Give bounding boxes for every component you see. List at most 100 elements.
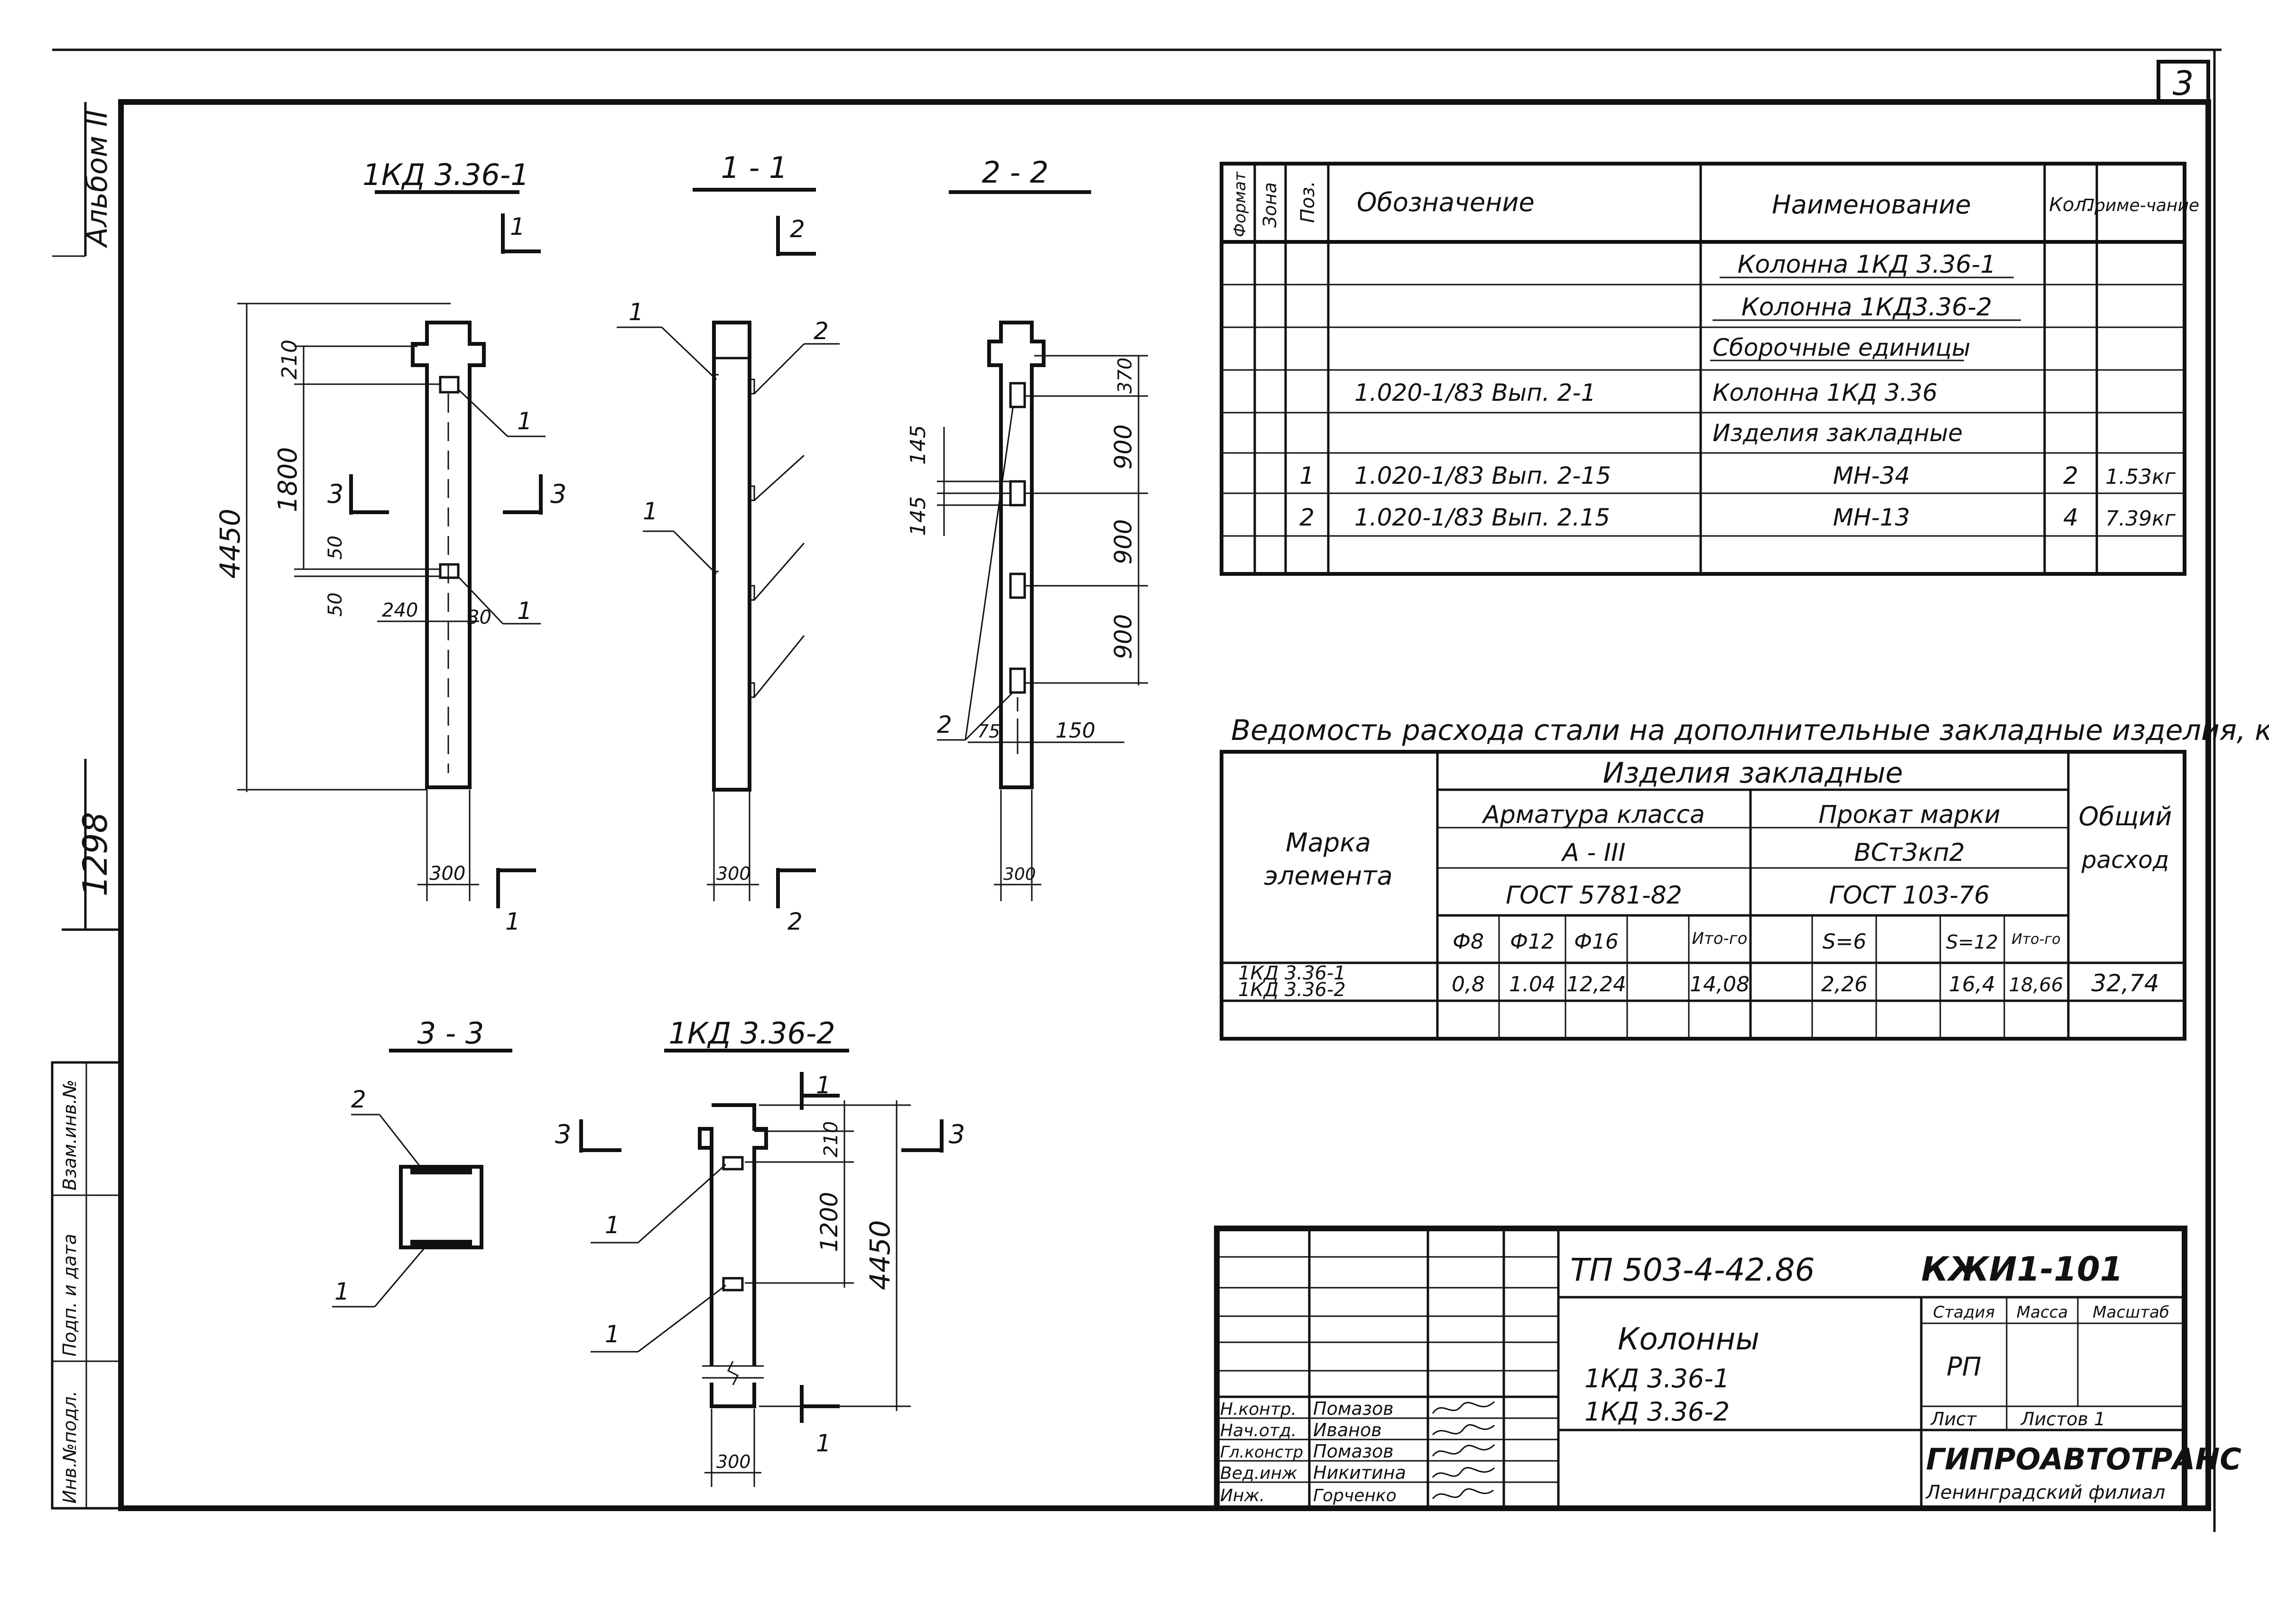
v1-callout-1a: 1 — [517, 407, 532, 435]
spec-h-zone: Зона — [1260, 182, 1280, 228]
v5-cut-top: 1 — [816, 1071, 831, 1099]
steel-sub-total1: Ито-го — [1692, 929, 1748, 948]
dim-1800: 1800 — [273, 447, 303, 512]
dim-30: 30 — [467, 607, 491, 628]
dim-900c: 900 — [1110, 614, 1137, 659]
tb-person-3: Помазов — [1313, 1441, 1394, 1462]
v2-dim-300: 300 — [716, 863, 751, 884]
dim-75: 75 — [977, 721, 1000, 742]
tb-stage-header: Стадия — [1933, 1303, 1995, 1322]
v3-dim-300: 300 — [1003, 865, 1036, 884]
signature-3 — [1432, 1444, 1495, 1457]
tb-role-5: Инж. — [1220, 1486, 1265, 1505]
v1-cut-3-left: 3 — [327, 479, 343, 509]
steel-v-f12: 1.04 — [1509, 972, 1556, 997]
archive-code: 1298 — [76, 812, 115, 896]
spec-r4-name: Колонна 1КД 3.36 — [1713, 379, 1937, 406]
v5-dim-4450: 4450 — [864, 1220, 896, 1290]
section-3-3-square — [399, 1165, 483, 1249]
tb-sheets-label: Листов 1 — [2020, 1409, 2105, 1430]
view-section-1-1: 1 - 1 2 1 2 1 300 2 — [617, 150, 840, 935]
tb-stage: РП — [1946, 1352, 1981, 1382]
v2-cut-bottom: 2 — [787, 908, 803, 935]
v2-cut-top: 2 — [790, 215, 805, 243]
dim-370: 370 — [1114, 358, 1136, 394]
steel-v-f16: 12,24 — [1566, 972, 1626, 997]
tb-role-2: Нач.отд. — [1220, 1421, 1297, 1440]
steel-prokat-label: Прокат марки — [1818, 801, 2000, 829]
steel-mark-line2: элемента — [1264, 861, 1392, 891]
steel-mark-2: 1КД 3.36-2 — [1238, 979, 1346, 1001]
steel-v-s6: 2,26 — [1821, 972, 1868, 997]
side-label-1: Взам.инв.№ — [59, 1080, 80, 1190]
steel-v-total2: 18,66 — [2009, 974, 2064, 996]
spec-r7-designation: 1.020-1/83 Вып. 2.15 — [1354, 504, 1610, 531]
steel-sub-s6: S=6 — [1823, 930, 1867, 954]
embed-plate-top — [439, 376, 460, 394]
tb-sheet-label: Лист — [1930, 1409, 1977, 1430]
spec-r2-name: Колонна 1КД3.36-2 — [1741, 293, 1992, 322]
dim-145b: 145 — [906, 496, 930, 536]
spec-r6-pos: 1 — [1299, 462, 1315, 489]
dim-900b: 900 — [1110, 519, 1137, 564]
tb-person-4: Никитина — [1313, 1462, 1406, 1483]
column2-outline-top — [698, 1103, 768, 1366]
spec-r6-note: 1.53кг — [2105, 465, 2176, 489]
side-label-2: Подп. и дата — [59, 1234, 80, 1356]
v1-cut-top: 1 — [510, 213, 525, 240]
view1-title: 1КД 3.36-1 — [362, 157, 529, 192]
steel-sub-f8: Ф8 — [1453, 930, 1484, 954]
tb-person-5: Горченко — [1313, 1486, 1397, 1505]
steel-prokat-gost: ГОСТ 103-76 — [1829, 881, 1990, 910]
v5-cut-3-right: 3 — [949, 1119, 965, 1149]
spec-r5-name: Изделия закладные — [1713, 419, 1963, 447]
v3-callout-2: 2 — [937, 711, 952, 738]
v2-callout-2: 2 — [814, 317, 829, 345]
dim-145a: 145 — [906, 425, 930, 465]
steel-v-overall: 32,74 — [2091, 969, 2159, 997]
v2-callout-1b: 1 — [643, 498, 658, 525]
dim-50b: 50 — [324, 592, 346, 617]
view-section-3-3: 3 - 3 2 1 — [332, 1016, 512, 1308]
spec-r3-name: Сборочные единицы — [1713, 334, 1971, 361]
left-margin: Альбом II 1298 Взам.инв.№ Подп. и дата И… — [51, 102, 122, 1510]
v2-callout-1a: 1 — [629, 298, 644, 326]
spec-h-pos: Поз. — [1297, 181, 1319, 223]
spec-r7-name: МН-13 — [1833, 504, 1910, 531]
column-outline — [411, 321, 486, 789]
steel-rebar-gost: ГОСТ 5781-82 — [1506, 881, 1682, 910]
spec-h-designation: Обозначение — [1357, 187, 1535, 217]
spec-h-qty: Кол. — [2049, 194, 2092, 216]
steel-sub-total2: Ито-го — [2011, 931, 2060, 948]
embed-plate-mid — [439, 563, 460, 579]
view2-title: 1 - 1 — [721, 150, 788, 185]
dim-240: 240 — [382, 600, 418, 621]
spec-r7-qty: 4 — [2063, 504, 2078, 531]
spec-r6-qty: 2 — [2063, 462, 2078, 489]
tb-item-1: 1КД 3.36-1 — [1584, 1364, 1730, 1393]
view3-title: 2 - 2 — [982, 155, 1049, 190]
view4-title: 3 - 3 — [417, 1016, 484, 1051]
steel-v-f8: 0,8 — [1452, 972, 1485, 997]
tb-mass-header: Масса — [2017, 1303, 2068, 1322]
dim-900a: 900 — [1110, 424, 1137, 470]
tb-project: ТП 503-4-42.86 — [1570, 1252, 1815, 1288]
v1-cut-bottom: 1 — [505, 908, 520, 935]
v5-dim-210: 210 — [820, 1121, 842, 1157]
view-section-2-2: 2 - 2 370 900 900 900 145 145 2 75 — [906, 155, 1148, 901]
signature-2 — [1432, 1424, 1495, 1436]
signature-1 — [1432, 1401, 1495, 1414]
steel-sub-s12: S=12 — [1946, 932, 1998, 953]
v5-dim-300: 300 — [716, 1451, 751, 1472]
steel-group: Изделия закладные — [1603, 757, 1903, 790]
v5-cut-bottom: 1 — [816, 1430, 831, 1457]
tb-scale-header: Масштаб — [2093, 1303, 2169, 1322]
dim-300: 300 — [429, 863, 465, 885]
tb-person-2: Иванов — [1313, 1420, 1382, 1440]
tb-role-3: Гл.констр — [1220, 1443, 1303, 1462]
v5-callout-1b: 1 — [605, 1320, 620, 1348]
signature-4 — [1432, 1467, 1495, 1478]
tb-drawing: КЖИ1-101 — [1921, 1250, 2123, 1289]
side-label-3: Инв.№подл. — [59, 1391, 80, 1504]
